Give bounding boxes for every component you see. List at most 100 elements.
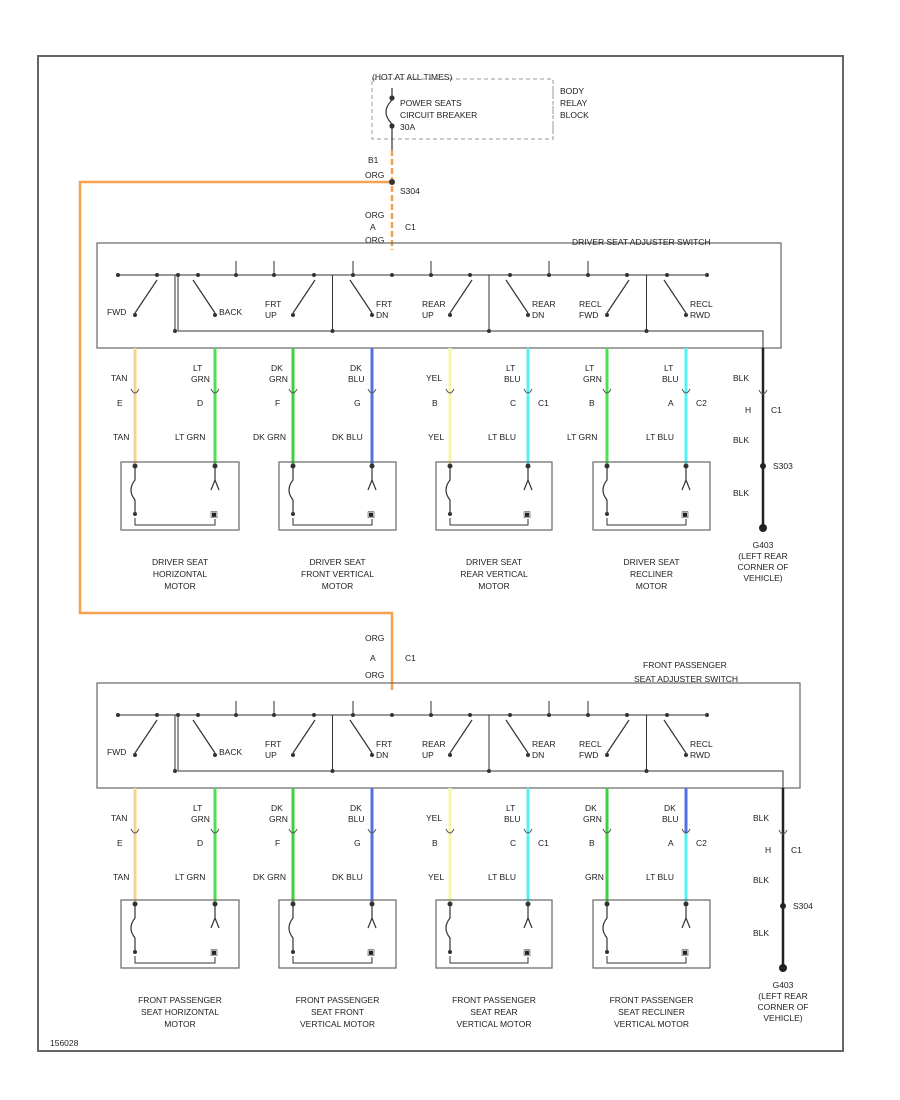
passenger-motor-label: FRONT PASSENGER — [452, 995, 536, 1005]
passenger-return-node — [644, 769, 649, 773]
driver-motor-brush — [210, 466, 220, 491]
feed-terminal: B1 — [368, 155, 379, 165]
passenger-motor-label: VERTICAL MOTOR — [300, 1019, 375, 1029]
driver-ground-upper-label: BLK — [733, 373, 749, 383]
passenger-return-node — [173, 769, 177, 773]
passenger-wire-upper-label: YEL — [426, 813, 442, 823]
passenger-wire-pin: C — [510, 838, 516, 848]
passenger-contact-node — [370, 753, 374, 757]
driver-ground-mid-label: BLK — [733, 435, 749, 445]
passenger-return-node — [487, 769, 491, 773]
driver-motor-box — [592, 461, 711, 531]
passenger-motor-box — [592, 899, 711, 969]
feed-switch-wire: ORG — [365, 235, 384, 245]
driver-ground-label: CORNER OF — [738, 562, 789, 572]
driver-connector-glyph — [681, 388, 691, 394]
passenger-motor-internal-wire — [606, 956, 687, 964]
passenger-return-rail — [177, 715, 784, 788]
passenger-ground-upper-label: BLK — [753, 813, 769, 823]
driver-motor-brush — [367, 466, 377, 491]
passenger-motor-symbol: ▣ — [367, 947, 375, 957]
passenger-ground-mid-label: BLK — [753, 875, 769, 885]
passenger-switch-blade — [663, 719, 687, 754]
passenger-wire-pin: A — [668, 838, 674, 848]
passenger-motor-symbol: ▣ — [523, 947, 531, 957]
driver-wire-pin: D — [197, 398, 203, 408]
driver-connector-glyph — [523, 388, 533, 394]
passenger-contact-node — [684, 753, 688, 757]
driver-motor-label: MOTOR — [164, 581, 195, 591]
driver-motor-box — [278, 461, 397, 531]
footer-code: 156028 — [50, 1038, 79, 1048]
driver-contact-node — [526, 313, 530, 317]
passenger-bus-node — [468, 713, 472, 717]
driver-bus-node — [508, 273, 512, 277]
passenger-connector-glyph — [210, 828, 220, 834]
body-block-line-1: BODY — [560, 86, 584, 96]
feed-connector-wire: ORG — [365, 210, 384, 220]
passenger-motor-label: VERTICAL MOTOR — [457, 1019, 532, 1029]
passenger-motor-brush — [367, 904, 377, 929]
driver-motor-label: MOTOR — [478, 581, 509, 591]
driver-motor-label: RECLINER — [630, 569, 673, 579]
passenger-switch-blade — [449, 719, 473, 754]
main-feed: B1 ORG S304 ORG A C1 ORG — [78, 150, 420, 690]
driver-connector-glyph — [210, 388, 220, 394]
feed-splice: S304 — [400, 186, 420, 196]
passenger-motor-node — [448, 950, 452, 954]
passenger-bus-node — [312, 713, 316, 717]
passenger-ground-label: (LEFT REAR — [758, 991, 807, 1001]
driver-wire-lower-label: LT BLU — [646, 432, 674, 442]
driver-bus-node — [665, 273, 669, 277]
driver-connector-glyph — [602, 388, 612, 394]
passenger-connector-glyph — [288, 828, 298, 834]
passenger-contact-node — [213, 753, 217, 757]
passenger-ground-splice: S304 — [793, 901, 813, 911]
driver-bus-node — [116, 273, 120, 277]
driver-motor-breaker — [288, 466, 294, 514]
driver-wire-lower-label: LT BLU — [488, 432, 516, 442]
driver-switch-blade — [505, 279, 529, 314]
driver-return-node — [173, 329, 177, 333]
driver-motor-box — [435, 461, 553, 531]
driver-switch-blade — [663, 279, 687, 314]
feed-connector: C1 — [405, 222, 416, 232]
passenger-motor-node — [605, 950, 609, 954]
driver-contact-node — [605, 313, 609, 317]
body-block-line-2: RELAY — [560, 98, 588, 108]
driver-ground-label: (LEFT REAR — [738, 551, 787, 561]
driver-bus-node — [196, 273, 200, 277]
passenger-contact-node — [448, 753, 452, 757]
driver-contact-node — [291, 313, 295, 317]
driver-contact-node — [213, 313, 217, 317]
passenger-bus-node — [705, 713, 709, 717]
passenger-feed-wire: ORG — [365, 633, 384, 643]
passenger-wire-pin: D — [197, 838, 203, 848]
passenger-motor-label: VERTICAL MOTOR — [614, 1019, 689, 1029]
passenger-feed-switch-wire: ORG — [365, 670, 384, 680]
driver-wire-lower-label: TAN — [113, 432, 129, 442]
passenger-switch-blade — [349, 719, 373, 754]
driver-wire-lower-label: DK BLU — [332, 432, 363, 442]
passenger-wire-lower-label: TAN — [113, 872, 129, 882]
passenger-motor-breaker — [130, 904, 136, 952]
driver-motor-brush — [523, 466, 533, 491]
passenger-contact-node — [291, 753, 295, 757]
passenger-bus-node — [116, 713, 120, 717]
passenger-motor-box — [278, 899, 397, 969]
passenger-switch-blade — [606, 719, 630, 754]
passenger-return-node — [330, 769, 335, 773]
